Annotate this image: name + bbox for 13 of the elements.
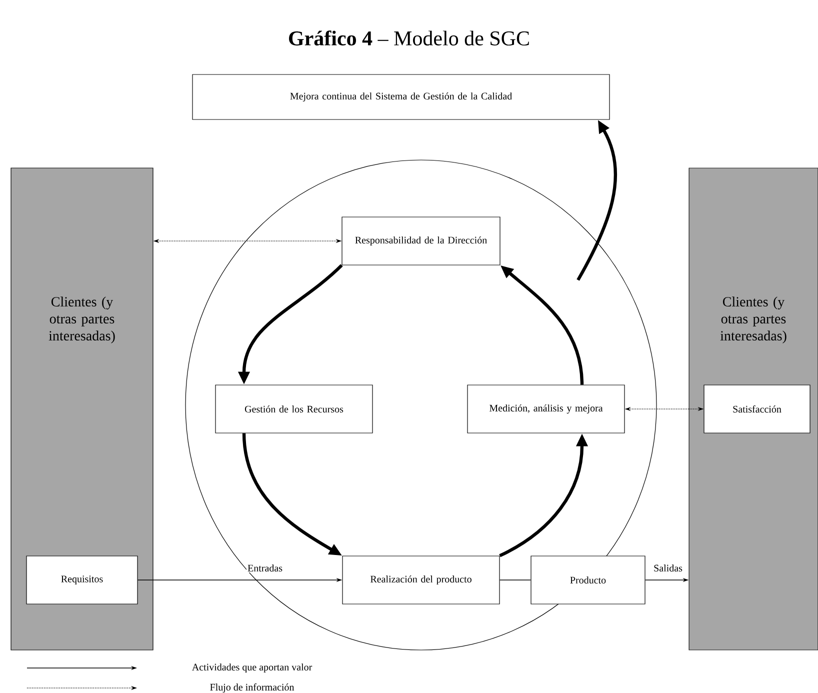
process-box: Requisitos xyxy=(26,556,138,604)
process-box: Satisfacción xyxy=(704,384,810,434)
legend-text: Flujo de información xyxy=(210,683,294,693)
process-box: Mejora continua del Sistema de Gestión de la Calidad xyxy=(192,74,610,120)
edge-label: Entradas xyxy=(246,564,284,573)
legend-text: Actividades que aportan valor xyxy=(192,663,312,673)
process-box: Gestión de los Recursos xyxy=(215,384,373,434)
title: Gráfico 4 – Modelo de SGC xyxy=(289,30,529,46)
process-box: Medición, análisis y mejora xyxy=(467,384,625,434)
process-box: Realización del producto xyxy=(342,556,500,604)
process-box: Producto xyxy=(530,556,646,604)
process-box: Responsabilidad de la Dirección xyxy=(342,216,500,266)
edge-label: Salidas xyxy=(652,564,684,573)
